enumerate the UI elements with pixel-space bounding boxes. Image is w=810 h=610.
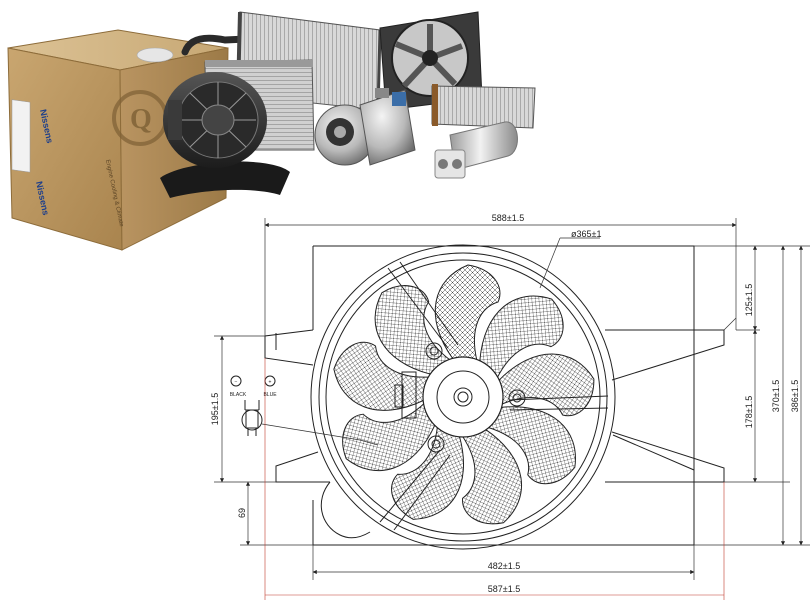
motor-connector: − + BLACK BLUE [230,375,379,446]
dim-bottom-width: 587±1.5 [488,584,520,594]
dim-overall-height: 386±1.5 [790,380,800,412]
fan-assembly-photo [379,11,483,111]
fan-blade [434,264,501,362]
compressor [314,88,416,166]
fan-rings [310,244,616,550]
minus-label: BLACK [230,392,247,398]
dim-fan-diameter: ø365±1 [571,229,601,239]
technical-drawing: − + BLACK BLUE 588±1.5 ø365±1 125±1.5 [210,213,810,600]
fan-blade [479,295,564,380]
fan-blades [333,264,595,525]
dim-overall-width: 588±1.5 [492,213,524,223]
product-photo: Nissens Nissens Engine Cooling & Climate… [7,11,536,251]
dim-frame-height: 370±1.5 [771,380,781,412]
fan-blade [486,406,576,485]
plus-symbol: + [269,380,272,386]
box-badge: Q [130,104,152,135]
dim-top-offset: 125±1.5 [744,284,754,316]
dim-connector-height: 195±1.5 [210,393,220,425]
dim-inner-width: 482±1.5 [488,561,520,571]
fan-blade [498,353,595,417]
heater-core [431,84,536,129]
dim-bottom-offset: 69 [237,508,247,518]
fan-blade [342,402,436,472]
plus-label: BLUE [263,392,277,398]
ac-pipe [181,34,274,56]
blower-motor [160,72,290,198]
fan-blade [461,428,523,525]
fan-blade [374,285,452,375]
fan-blade [333,341,431,411]
receiver-drier [434,121,518,179]
dimension-lines: 588±1.5 ø365±1 125±1.5 178±1.5 370±1.5 3… [210,213,810,600]
minus-symbol: − [235,380,238,386]
motor-struts [379,261,609,531]
motor-hub [394,356,504,438]
dim-center-height: 178±1.5 [744,396,754,428]
